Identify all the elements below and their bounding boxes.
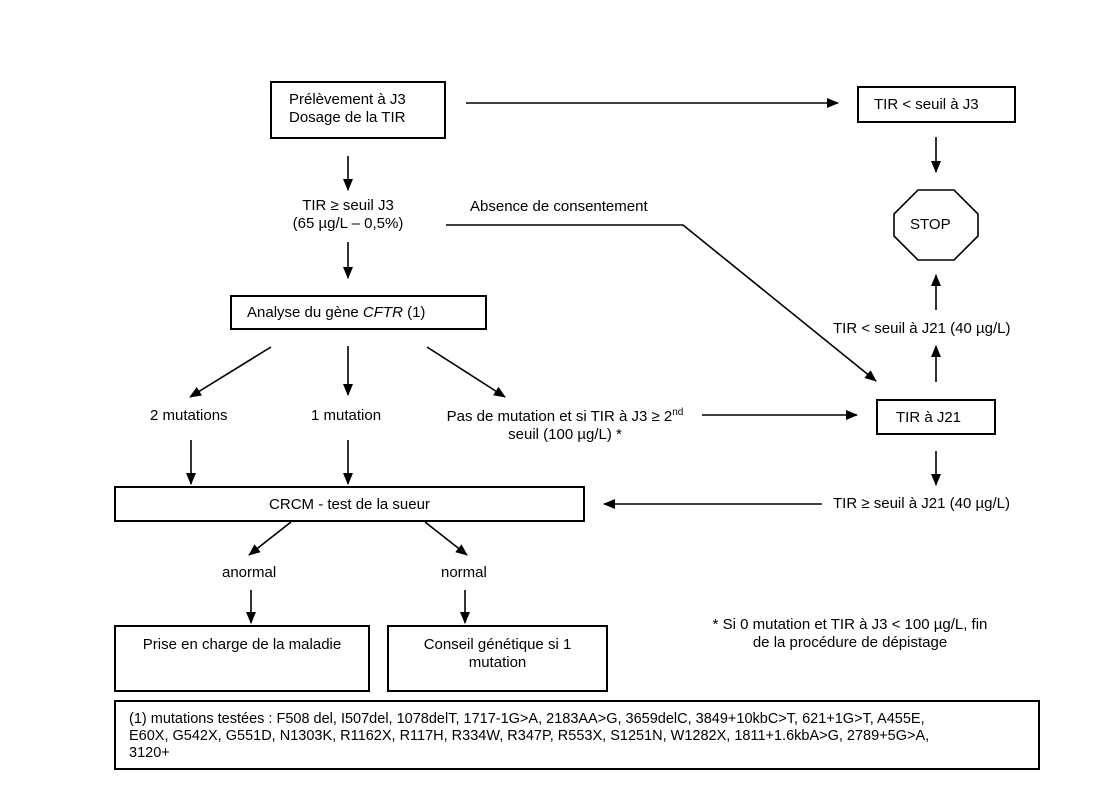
stop-label: STOP	[910, 216, 951, 233]
sampling-line1: Prélèvement à J3	[289, 91, 406, 108]
arrow-crcm-to-normal	[424, 521, 468, 556]
stop-octagon-shape	[893, 189, 979, 261]
cftr-prefix: Analyse du gène	[247, 304, 363, 321]
cftr-gene-name: CFTR	[362, 304, 403, 321]
tir-high-j3-line1: TIR ≥ seuil J3	[302, 197, 394, 214]
normal-label: normal	[441, 564, 487, 581]
disease-care-label: Prise en charge de la maladie	[142, 636, 342, 653]
star-footnote-line1: * Si 0 mutation et TIR à J3 < 100 µg/L, …	[712, 616, 988, 633]
sampling-box: Prélèvement à J3 Dosage de la TIR	[270, 81, 446, 139]
no-consent-label: Absence de consentement	[470, 198, 648, 215]
genetic-counsel-line1: Conseil génétique si 1	[423, 636, 572, 653]
two-mutations-label: 2 mutations	[150, 407, 228, 424]
mutations-footnote-line3: 3120+	[129, 745, 170, 761]
tir-low-j3-label: TIR < seuil à J3	[874, 96, 979, 113]
mutations-footnote-line1: (1) mutations testées : F508 del, I507de…	[129, 711, 925, 727]
mutations-footnote-line2: E60X, G542X, G551D, N1303K, R1162X, R117…	[129, 728, 930, 744]
star-footnote-line2: de la procédure de dépistage	[752, 634, 948, 651]
no-mutation-label: Pas de mutation et si TIR à J3 ≥ 2nd seu…	[420, 404, 710, 444]
disease-care-box: Prise en charge de la maladie	[114, 625, 370, 692]
tir-j21-box: TIR à J21	[876, 399, 996, 435]
genetic-counsel-line2: mutation	[468, 654, 527, 671]
arrow-cftr-to-none	[426, 346, 506, 398]
tir-low-j3-box: TIR < seuil à J3	[857, 86, 1016, 123]
sampling-line2: Dosage de la TIR	[289, 109, 406, 126]
star-footnote: * Si 0 mutation et TIR à J3 < 100 µg/L, …	[695, 616, 1005, 652]
one-mutation-label: 1 mutation	[311, 407, 382, 424]
tir-j21-label: TIR à J21	[896, 409, 962, 426]
arrow-no-consent-to-tir-j21	[446, 224, 877, 382]
no-mutation-line2: seuil (100 µg/L) *	[508, 426, 622, 443]
tir-high-j3-line2: (65 µg/L – 0,5%)	[292, 215, 404, 232]
no-mutation-line1-text: Pas de mutation et si TIR à J3 ≥ 2	[446, 408, 673, 425]
cftr-analysis-box: Analyse du gène CFTR (1)	[230, 295, 487, 330]
genetic-counsel-box: Conseil génétique si 1 mutation	[387, 625, 608, 692]
crcm-box: CRCM - test de la sueur	[114, 486, 585, 522]
no-mutation-superscript: nd	[672, 407, 684, 418]
tir-high-j21-label: TIR ≥ seuil à J21 (40 µg/L)	[833, 495, 1010, 512]
arrow-crcm-to-abnormal	[248, 521, 292, 556]
crcm-label: CRCM - test de la sueur	[269, 496, 430, 513]
tir-low-j21-label: TIR < seuil à J21 (40 µg/L)	[833, 320, 1011, 337]
arrow-cftr-to-two	[189, 346, 272, 398]
no-mutation-line1: Pas de mutation et si TIR à J3 ≥ 2nd	[420, 404, 710, 426]
abnormal-label: anormal	[222, 564, 277, 581]
mutations-footnote-box: (1) mutations testées : F508 del, I507de…	[114, 700, 1040, 770]
cftr-suffix: (1)	[402, 304, 426, 321]
tir-high-j3-label: TIR ≥ seuil J3 (65 µg/L – 0,5%)	[268, 197, 428, 233]
